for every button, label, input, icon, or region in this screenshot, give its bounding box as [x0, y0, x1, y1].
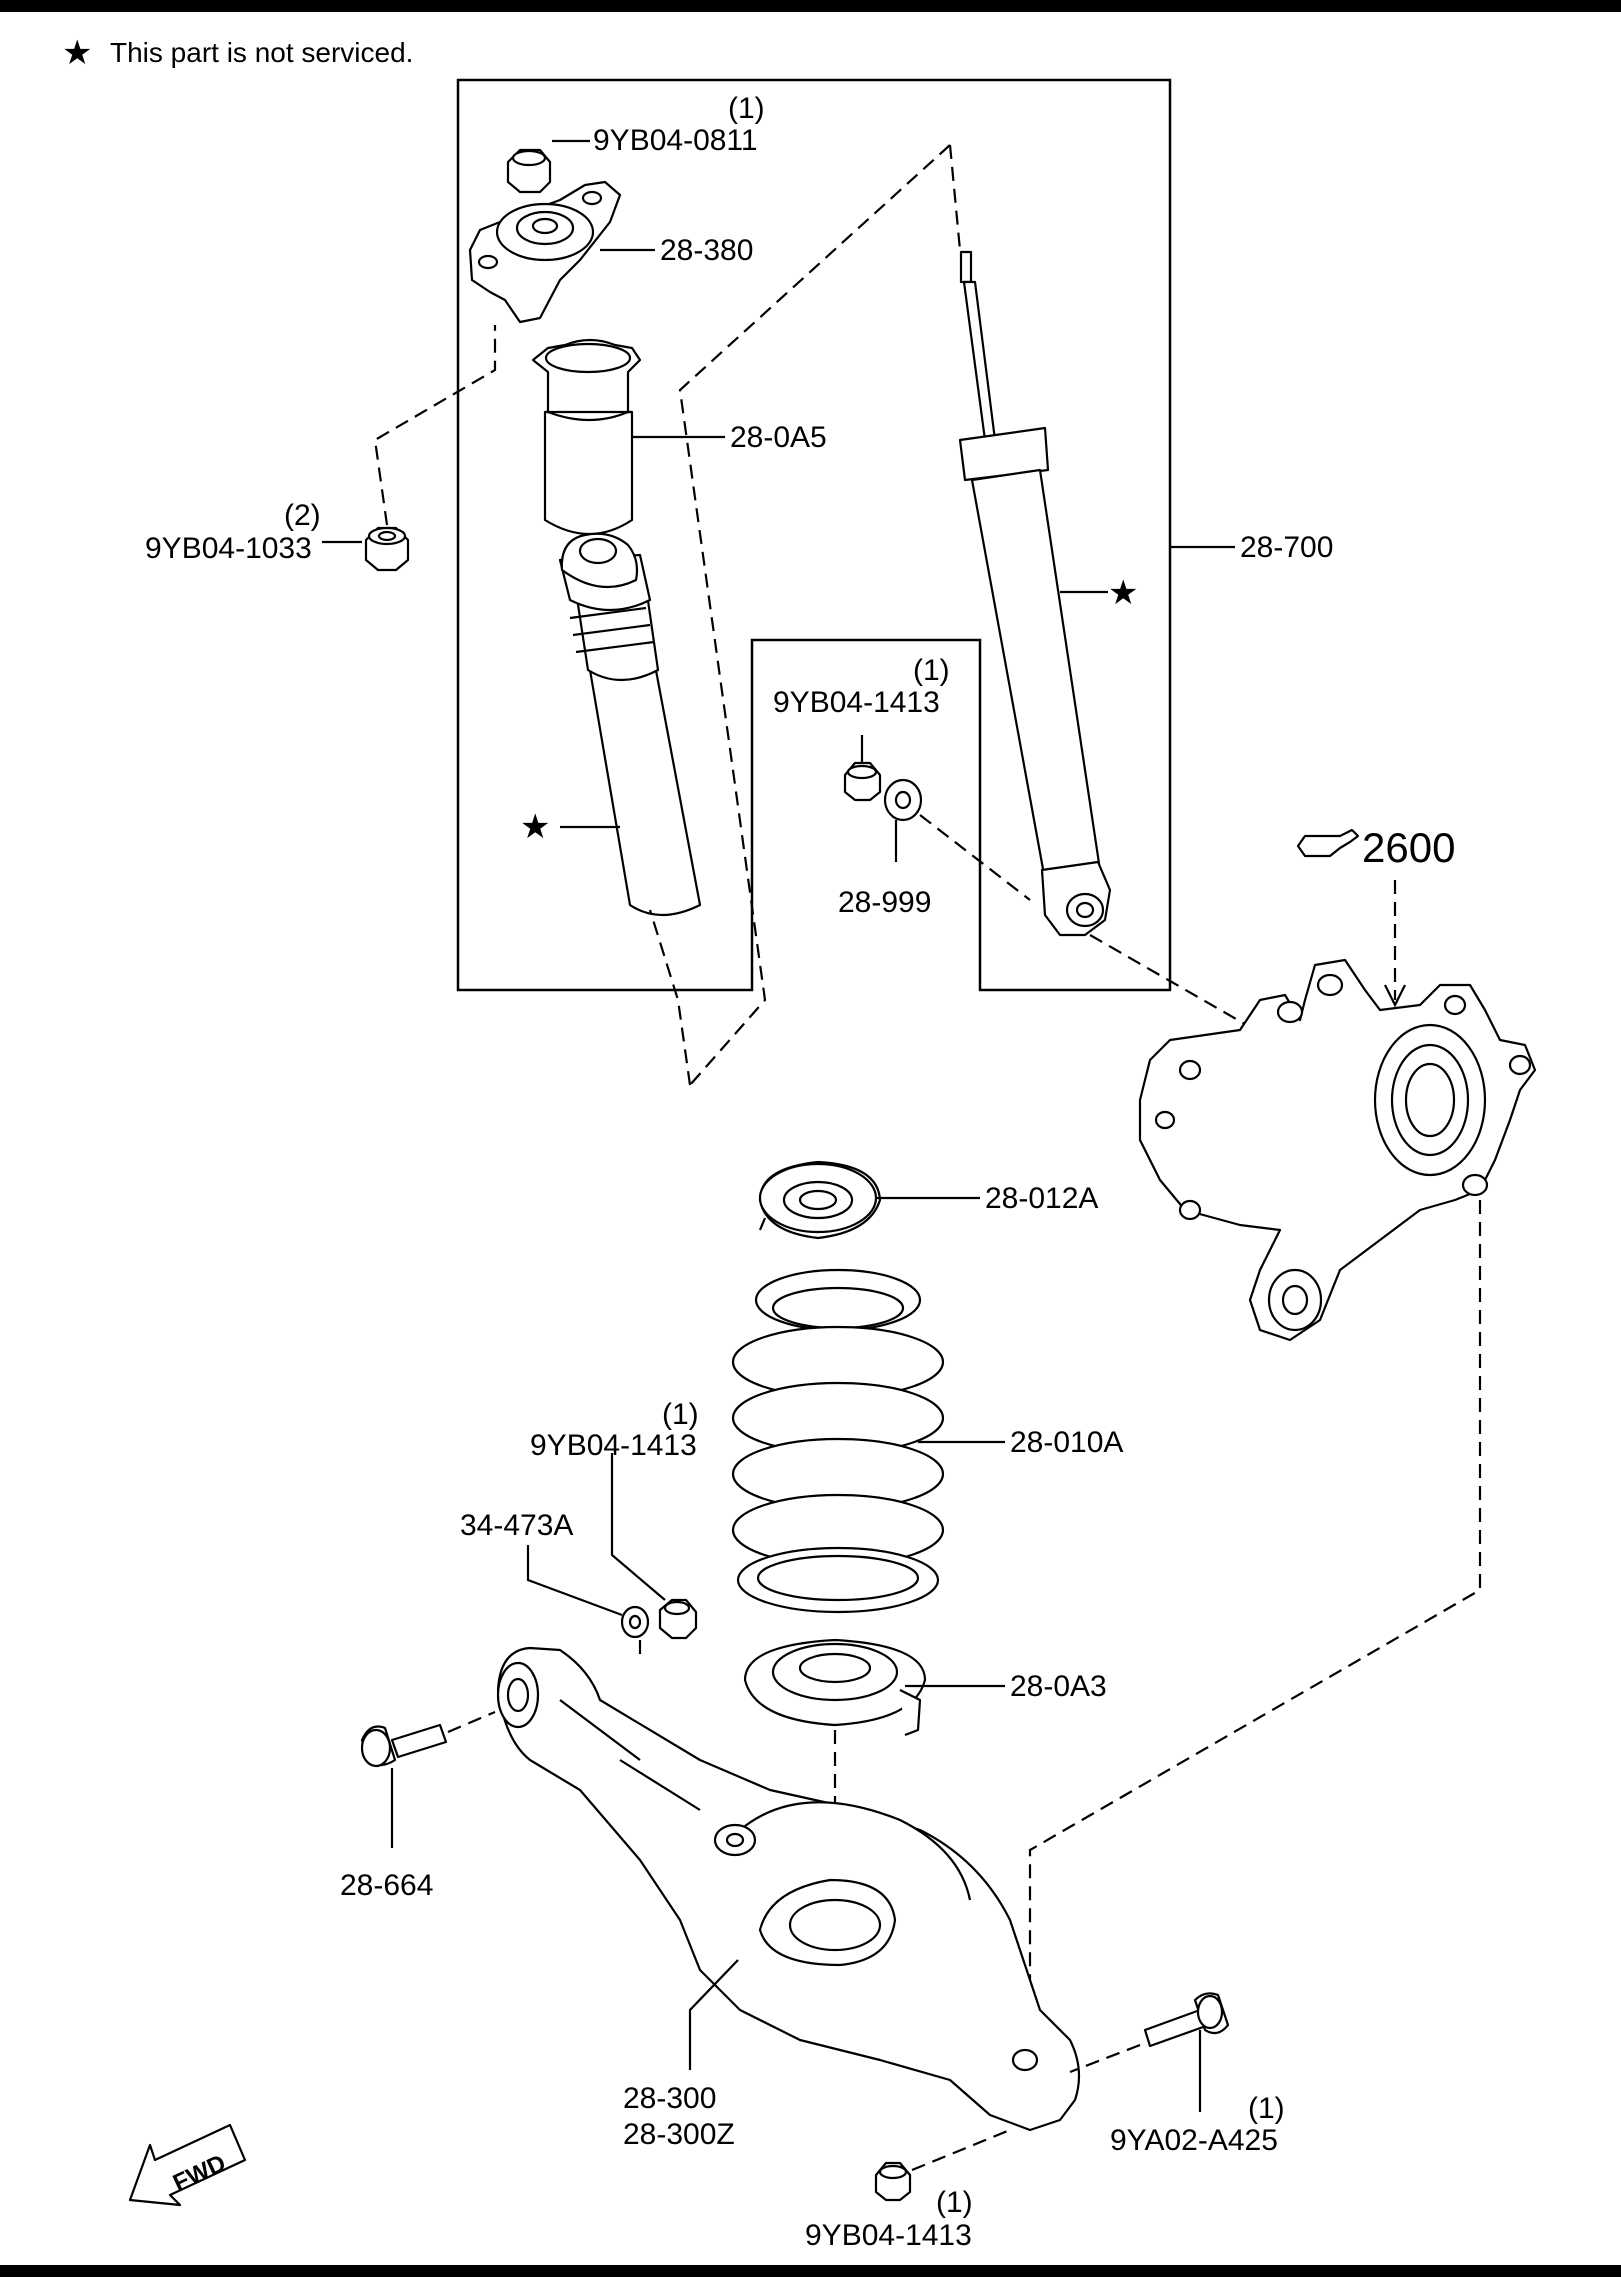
bump-stop-boot — [558, 532, 702, 916]
callout-bolt-rear-qty: (1) — [1248, 2092, 1285, 2125]
upper-spring-seat — [758, 1160, 882, 1240]
legend-star-icon: ★ — [62, 34, 92, 72]
top-nut — [506, 148, 552, 194]
callout-dust-cover: 28-0A5 — [730, 421, 827, 454]
callout-upper-seat: 28-012A — [985, 1182, 1098, 1215]
pointing-hand-icon — [1296, 828, 1360, 858]
legend-text: This part is not serviced. — [110, 37, 413, 68]
rear-knuckle — [1138, 958, 1537, 1342]
upper-mount — [468, 180, 622, 324]
reference-pointer — [1296, 828, 1360, 858]
front-bolt — [360, 1723, 448, 1768]
shock-assembly-frame — [456, 78, 1172, 992]
callout-bolt-rear: 9YA02-A425 — [1110, 2124, 1278, 2157]
lower-arm — [496, 1646, 1081, 2132]
shock-lower-nut — [843, 761, 882, 802]
callout-washer: 28-999 — [838, 886, 931, 919]
lower-spring-seat — [743, 1638, 927, 1737]
bottom-border — [0, 2265, 1621, 2277]
callout-coil-spring: 28-010A — [1010, 1426, 1123, 1459]
shock-absorber — [958, 250, 1112, 937]
callout-link-washer: 34-473A — [460, 1509, 573, 1542]
rear-bolt — [1143, 1992, 1230, 2048]
callout-lower-seat: 28-0A3 — [1010, 1670, 1107, 1703]
coil-spring — [731, 1268, 945, 1614]
reference-number: 2600 — [1362, 824, 1455, 871]
callout-nut-top: 9YB04-0811 — [593, 124, 758, 157]
shock-washer — [883, 778, 923, 822]
callout-nut-top-qty: (1) — [728, 92, 765, 125]
side-nut — [364, 526, 410, 572]
callout-lower-arm-alt: 28-300Z — [623, 2118, 735, 2151]
callout-shock-absorber: 28-700 — [1240, 531, 1333, 564]
shock-star-icon: ★ — [1108, 574, 1138, 612]
callout-nut-bottom-qty: (1) — [936, 2186, 973, 2219]
boot-star-icon: ★ — [520, 808, 550, 846]
callout-nut-side: 9YB04-1033 — [145, 532, 312, 565]
callout-upper-mount: 28-380 — [660, 234, 753, 267]
dust-cover — [531, 338, 642, 536]
callout-nut-shock-lower: 9YB04-1413 — [773, 686, 940, 719]
callout-nut-side-qty: (2) — [284, 499, 321, 532]
callout-lower-arm: 28-300 — [623, 2082, 716, 2115]
top-border — [0, 0, 1621, 12]
callout-nut-bottom: 9YB04-1413 — [805, 2219, 972, 2252]
callout-front-bolt: 28-664 — [340, 1869, 433, 1902]
callout-nut-link: 9YB04-1413 — [530, 1429, 697, 1462]
bottom-nut — [874, 2161, 912, 2202]
link-nut — [658, 1598, 698, 1640]
callout-nut-shock-lower-qty: (1) — [913, 654, 950, 687]
link-washer — [620, 1605, 650, 1639]
callout-nut-link-qty: (1) — [662, 1398, 699, 1431]
forward-arrow-icon — [128, 2123, 247, 2207]
